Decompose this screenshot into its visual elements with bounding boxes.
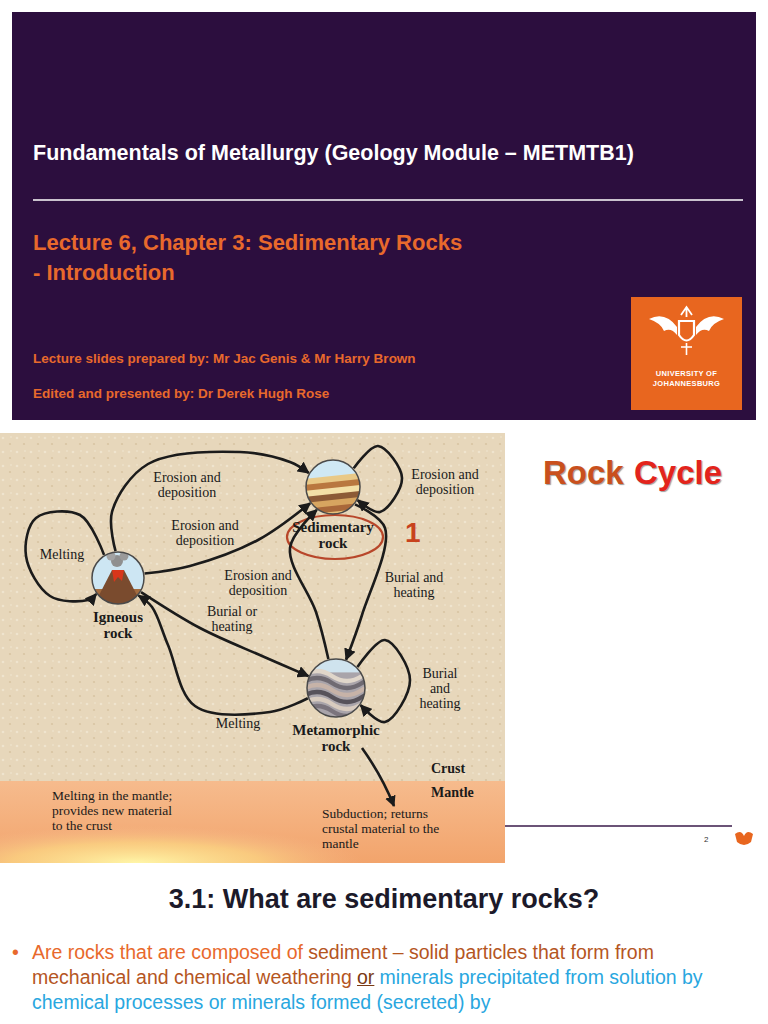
cycle-arrow: [141, 592, 308, 676]
presenter-credit: Edited and presented by: Dr Derek Hugh R…: [33, 386, 329, 401]
rock-type-node: Igneous rock: [91, 551, 145, 605]
process-label: Erosion and deposition: [147, 470, 227, 500]
cycle-arrow: [111, 452, 309, 551]
sky: [91, 551, 145, 605]
rock-name: Sedimentary rock: [288, 519, 378, 551]
rock-name: Igneous rock: [81, 609, 155, 641]
process-label: Burial and heating: [411, 666, 469, 711]
emblem-wing: [649, 316, 677, 335]
rock-illustration: [91, 551, 145, 605]
university-logo: UNIVERSITY OF JOHANNESBURG: [631, 297, 742, 410]
figure-background: [0, 433, 505, 863]
cycle-arrow: [357, 640, 410, 722]
process-note: Subduction; returns crustal material to …: [322, 806, 464, 851]
process-label: Erosion and deposition: [405, 467, 485, 497]
lava: [112, 570, 124, 582]
rock-type-node: Metamorphic rock: [306, 658, 366, 718]
author-credit: Lecture slides prepared by: Mr Jac Genis…: [33, 351, 416, 366]
rock-outline: [307, 659, 365, 717]
cycle-arrow: [139, 596, 308, 715]
cycle-arrow: [145, 503, 311, 573]
process-label: Burial or heating: [192, 604, 272, 634]
bullet-text: Are rocks that are composed of: [32, 941, 303, 963]
page-number: 2: [704, 835, 708, 844]
layer-name: Mantle: [431, 785, 474, 801]
title-slide-panel: [12, 12, 756, 420]
cycle-arrow: [354, 446, 402, 512]
process-note: Melting in the mantle; provides new mate…: [52, 788, 176, 833]
rock-illustration: [306, 658, 366, 718]
lecture-heading: Lecture 6, Chapter 3: Sedimentary Rocks …: [33, 228, 473, 288]
cycle-arrow: [26, 511, 105, 601]
emblem-mark: [681, 343, 692, 355]
bullet-text: or: [357, 966, 374, 988]
emblem-shield: [679, 321, 694, 341]
title-rule: [33, 199, 743, 201]
footer-rule: [505, 825, 732, 826]
process-label: Erosion and deposition: [165, 518, 245, 548]
emblem-wing: [696, 316, 724, 335]
mantle-glow: [0, 781, 505, 863]
highlight-ellipse: [287, 515, 383, 559]
callout-number: 1: [405, 517, 421, 549]
rock-outline: [92, 552, 144, 604]
slide-title: Cycle: [634, 454, 722, 492]
volcano: [94, 570, 142, 605]
slide-title: Rock: [543, 454, 624, 492]
rock-type-node: Sedimentary rock: [305, 459, 361, 515]
process-label: Melting: [210, 716, 266, 731]
course-title: Fundamentals of Metallurgy (Geology Modu…: [33, 141, 634, 166]
logo-emblem: [631, 297, 742, 367]
subduction-arrow: [362, 748, 394, 806]
bullet-marker: •: [12, 940, 19, 965]
rock-illustration: [305, 459, 361, 515]
process-label: Melting: [37, 547, 87, 562]
process-label: Burial and heating: [383, 570, 445, 600]
layer-name: Crust: [431, 761, 465, 777]
footer-logo: [735, 832, 753, 845]
emblem-crest: [681, 307, 692, 317]
bullet-paragraph: Are rocks that are composed ofsediment –…: [32, 940, 752, 1015]
logo-text: UNIVERSITY OF JOHANNESBURG: [649, 369, 724, 389]
mantle-band: [0, 781, 505, 863]
process-label: Erosion and deposition: [223, 568, 293, 598]
rock-name: Metamorphic rock: [287, 722, 385, 754]
rock-outline: [306, 460, 360, 514]
section-heading: 3.1: What are sedimentary rocks?: [0, 884, 768, 915]
sediment-layer: [305, 515, 361, 516]
